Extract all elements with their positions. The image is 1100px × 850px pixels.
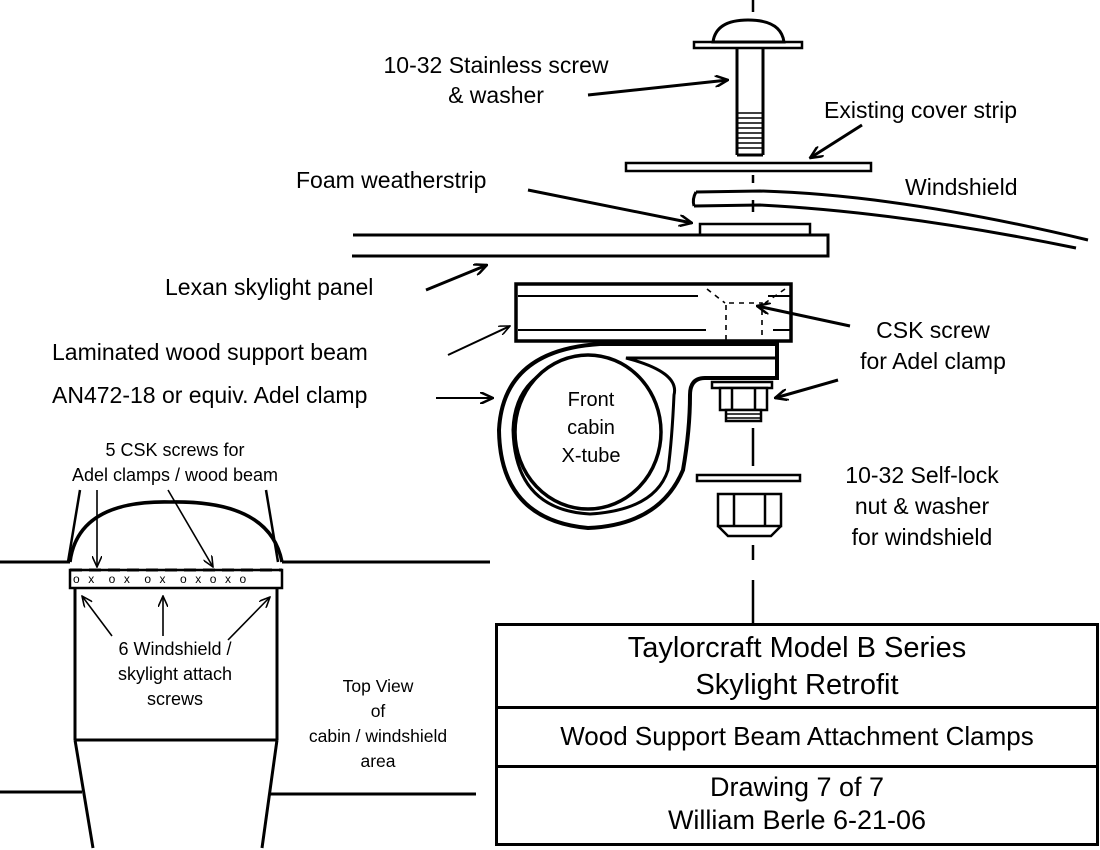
- title-block-sheet-name: Wood Support Beam Attachment Clamps: [498, 709, 1096, 768]
- windshield-shape: [691, 189, 1089, 250]
- top-view-drawing: [0, 489, 490, 849]
- wood-beam-label: Laminated wood support beam: [52, 339, 368, 365]
- title-block: Taylorcraft Model B Series Skylight Retr…: [495, 623, 1099, 846]
- csk-screws-top-line2: Adel clamps / wood beam: [71, 465, 279, 485]
- csk-screw-label-line2: for Adel clamp: [860, 348, 1006, 374]
- drawing-title: Taylorcraft Model B Series: [627, 632, 967, 664]
- stainless-screw-icon: [692, 18, 804, 157]
- title-block-info: Drawing 7 of 7 William Berle 6-21-06: [498, 768, 1096, 843]
- screw-label: 10-32 Stainless screw & washer: [358, 50, 634, 111]
- tube-label-line2: cabin: [567, 417, 615, 439]
- csk-screws-top-line1: 5 CSK screws for: [105, 440, 245, 460]
- tube-label-line1: Front: [567, 389, 615, 411]
- attach-screws-line2: skylight attach: [117, 664, 233, 684]
- tube-label-line3: X-tube: [561, 445, 621, 467]
- top-view-caption-line3: cabin / windshield: [308, 726, 448, 746]
- cover-strip-shape: [624, 161, 873, 173]
- tube-label: Front cabin X-tube: [548, 386, 634, 470]
- attach-screws-line1: 6 Windshield /: [118, 639, 232, 659]
- drawing-number: Drawing 7 of 7: [709, 772, 885, 802]
- lexan-panel-shape: [352, 233, 830, 258]
- adel-clamp-label: AN472-18 or equiv. Adel clamp: [52, 382, 368, 408]
- csk-screw-label: CSK screw for Adel clamp: [838, 315, 1028, 377]
- hole-pattern: o x o x o x o x o x o: [73, 572, 249, 586]
- attach-screws-line3: screws: [146, 689, 203, 709]
- windshield-label: Windshield: [905, 174, 1018, 200]
- cover-strip-label: Existing cover strip: [824, 97, 1018, 123]
- locknut-label-line1: 10-32 Self-lock: [845, 462, 999, 488]
- top-view-caption-line2: of: [370, 701, 386, 721]
- csk-screws-top-label: 5 CSK screws for Adel clamps / wood beam: [30, 438, 320, 488]
- foam-weatherstrip-shape: [698, 222, 812, 237]
- self-lock-nut-icon: [695, 473, 802, 538]
- drawing-author-date: William Berle 6-21-06: [667, 805, 927, 835]
- clamp-nut-icon: [710, 380, 774, 423]
- locknut-label-line2: nut & washer: [854, 493, 990, 519]
- locknut-label: 10-32 Self-lock nut & washer for windshi…: [822, 460, 1022, 553]
- top-view-caption-line1: Top View: [342, 676, 414, 696]
- attach-screws-label: 6 Windshield / skylight attach screws: [85, 637, 265, 712]
- drawing-subtitle: Skylight Retrofit: [695, 669, 899, 701]
- screw-label-line2: & washer: [448, 82, 544, 108]
- top-view-caption: Top View of cabin / windshield area: [282, 674, 474, 774]
- lexan-panel-label: Lexan skylight panel: [165, 274, 374, 300]
- screw-label-line1: 10-32 Stainless screw: [383, 52, 609, 78]
- title-block-title: Taylorcraft Model B Series Skylight Retr…: [498, 626, 1096, 709]
- top-view-caption-line4: area: [360, 751, 396, 771]
- csk-screw-label-line1: CSK screw: [876, 317, 990, 343]
- adel-clamp-shape: [496, 342, 779, 531]
- wood-beam-shape: [514, 282, 793, 343]
- locknut-label-line3: for windshield: [851, 524, 993, 550]
- leader-arrows: [425, 80, 863, 398]
- foam-weatherstrip-label: Foam weatherstrip: [296, 167, 487, 193]
